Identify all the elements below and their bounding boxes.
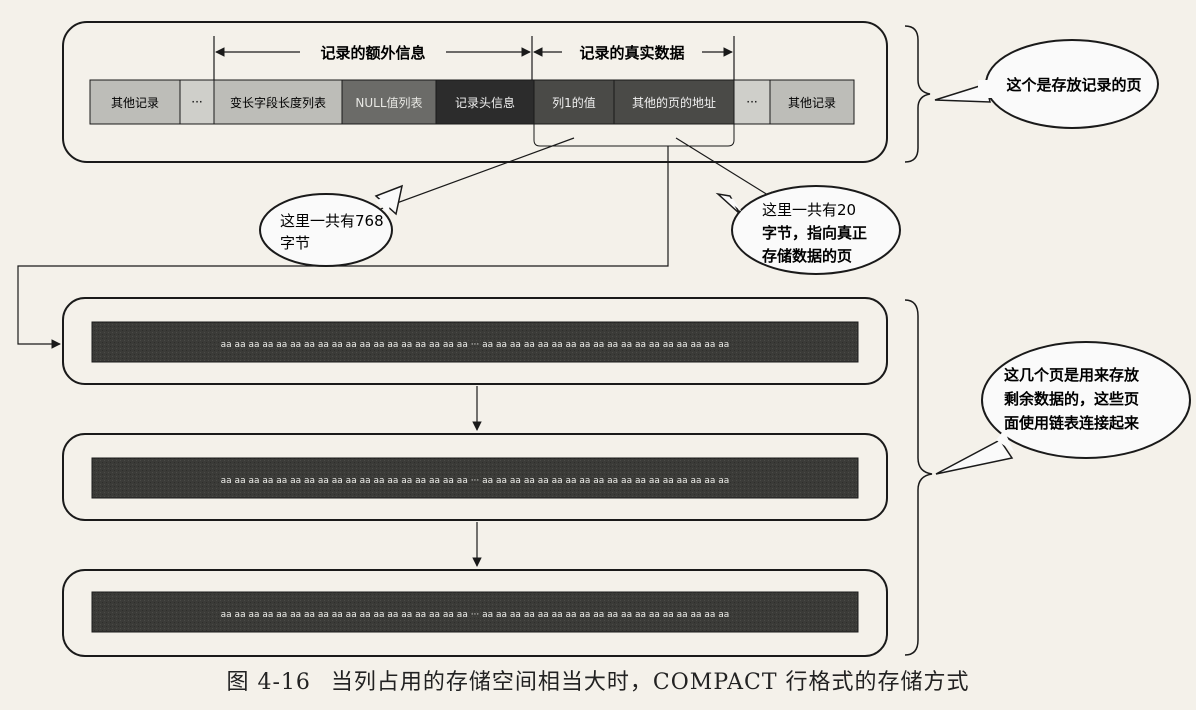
connector-to-overflow <box>17 146 669 349</box>
overflow-page-2: aa aa aa aa aa aa aa aa aa aa aa aa aa a… <box>62 433 888 521</box>
callout-768-bytes: 这里一共有768 字节 <box>259 184 404 267</box>
figure-number: 图 4-16 <box>226 670 311 695</box>
brace-overflow-pages <box>904 299 933 656</box>
callout-overflow-line3: 面使用链表连接起来 <box>1004 414 1140 432</box>
record-page-frame <box>62 21 888 163</box>
callout-20-line2: 字节，指向真正 <box>762 224 867 242</box>
cell-null-list-label: NULL值列表 <box>355 95 422 110</box>
cell-other-record-left-label: 其他记录 <box>111 96 159 110</box>
cell-var-length-list-label: 变长字段长度列表 <box>230 95 326 110</box>
bracket-extra-info: 记录的额外信息 <box>213 36 533 80</box>
arrow-to-20 <box>675 137 777 201</box>
compact-overflow-diagram: 记录的额外信息 记录的真实数据 其他记录 ··· 变长字段长度列表 NULL值列… <box>17 21 1191 657</box>
figure-caption-text: 当列占用的存储空间相当大时，COMPACT 行格式的存储方式 <box>330 670 970 695</box>
cell-ellipsis-left-label: ··· <box>191 95 202 109</box>
callout-768-line2: 字节 <box>280 234 310 252</box>
record-row: 其他记录 ··· 变长字段长度列表 NULL值列表 记录头信息 列1的值 其他的… <box>89 79 855 147</box>
overflow-data-1: aa aa aa aa aa aa aa aa aa aa aa aa aa a… <box>221 340 730 350</box>
callout-20-line1: 这里一共有20 <box>762 201 856 219</box>
overflow-data-2: aa aa aa aa aa aa aa aa aa aa aa aa aa a… <box>221 476 730 486</box>
callout-record-page: 这个是存放记录的页 <box>934 39 1159 129</box>
bracket-real-data-label: 记录的真实数据 <box>579 44 684 62</box>
cell-ellipsis-left: ··· <box>179 79 215 125</box>
overflow-page-1: aa aa aa aa aa aa aa aa aa aa aa aa aa a… <box>62 297 888 385</box>
cell-other-record-right-label: 其他记录 <box>788 96 836 110</box>
cell-record-header-label: 记录头信息 <box>455 95 515 110</box>
cell-column1-value-label: 列1的值 <box>552 95 596 110</box>
cell-other-page-address: 其他的页的地址 <box>613 79 735 125</box>
cell-other-record-left: 其他记录 <box>89 79 181 125</box>
callout-768-line1: 这里一共有768 <box>280 212 384 230</box>
callout-20-line3: 存储数据的页 <box>762 247 852 265</box>
overflow-bar-2 <box>91 457 859 499</box>
cell-record-header: 记录头信息 <box>435 79 535 125</box>
callout-overflow-line1: 这几个页是用来存放 <box>1004 366 1140 384</box>
figure-caption: 图 4-16 当列占用的存储空间相当大时，COMPACT 行格式的存储方式 <box>0 664 1196 696</box>
callout-overflow-pages: 这几个页是用来存放 剩余数据的，这些页 面使用链表连接起来 <box>935 341 1191 475</box>
cell-other-page-address-label: 其他的页的地址 <box>632 95 716 110</box>
overflow-page-3: aa aa aa aa aa aa aa aa aa aa aa aa aa a… <box>62 569 888 657</box>
overflow-bar-1 <box>91 321 859 363</box>
data-cells-outline <box>533 124 735 147</box>
overflow-bar-3 <box>91 591 859 633</box>
callout-overflow-line2: 剩余数据的，这些页 <box>1004 390 1139 408</box>
callout-20-bytes: 这里一共有20 字节，指向真正 存储数据的页 <box>715 185 901 275</box>
cell-column1-value: 列1的值 <box>533 79 615 125</box>
cell-other-record-right: 其他记录 <box>769 79 855 125</box>
cell-null-list: NULL值列表 <box>341 79 437 125</box>
bracket-real-data: 记录的真实数据 <box>533 36 735 80</box>
cell-ellipsis-right-label: ··· <box>746 95 757 109</box>
overflow-data-3: aa aa aa aa aa aa aa aa aa aa aa aa aa a… <box>221 610 730 620</box>
bracket-extra-info-label: 记录的额外信息 <box>320 44 425 62</box>
cell-var-length-list: 变长字段长度列表 <box>213 79 343 125</box>
cell-ellipsis-right: ··· <box>733 79 771 125</box>
brace-record-page <box>904 25 931 163</box>
callout-record-page-text: 这个是存放记录的页 <box>1006 76 1141 94</box>
